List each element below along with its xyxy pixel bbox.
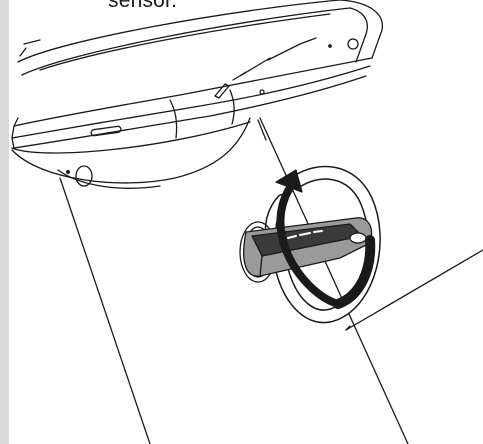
usb-key (239, 178, 373, 308)
tablet-device (11, 0, 383, 154)
stand-post (11, 117, 483, 444)
left-margin-bar (0, 0, 9, 444)
caption-text: sensor. (108, 0, 178, 12)
